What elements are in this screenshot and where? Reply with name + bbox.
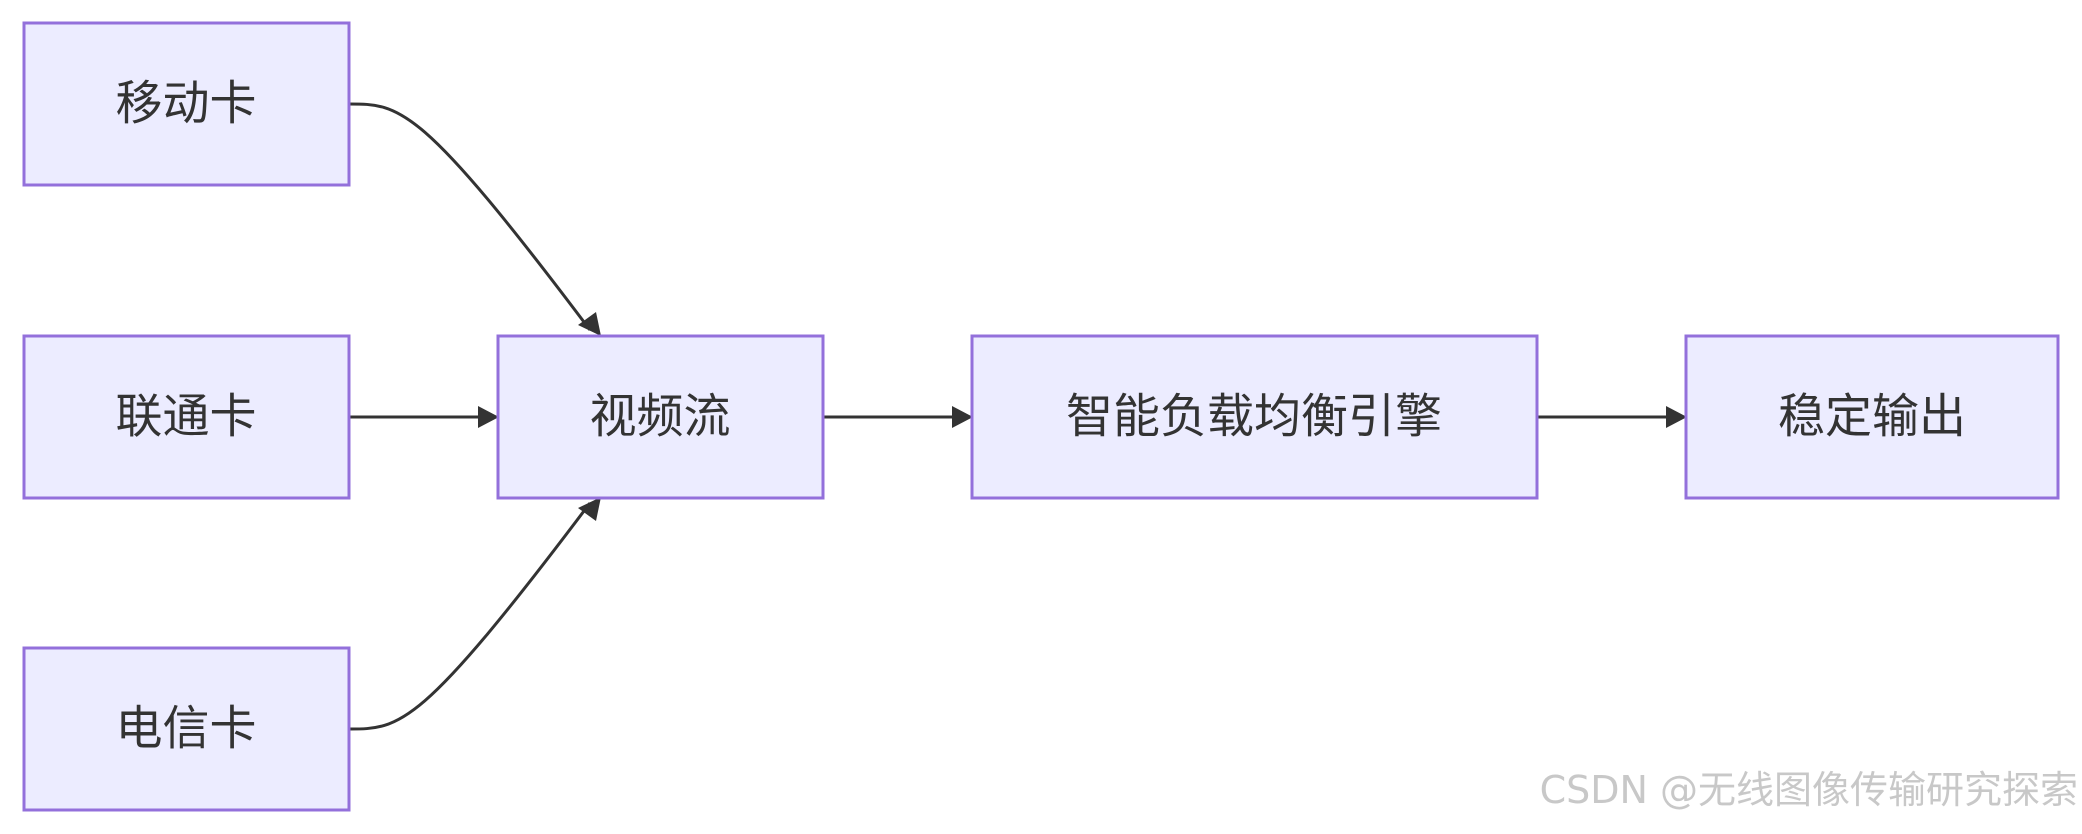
node-stable-output: 稳定输出: [1684, 334, 2060, 500]
node-mobile-card-box: [22, 21, 351, 187]
arrowhead-telecom-to-video: [578, 497, 601, 521]
edge-mobile-to-video: [348, 102, 592, 331]
node-load-balancer-label: 智能负载均衡引擎: [1066, 390, 1442, 445]
arrowhead-mobile-to-video: [578, 312, 601, 336]
edge-telecom-to-video: [348, 502, 592, 731]
node-unicom-card: 联通卡: [22, 334, 351, 500]
edges: [348, 102, 1687, 731]
node-stable-output-label: 稳定输出: [1778, 390, 1966, 445]
node-load-balancer: 智能负载均衡引擎: [970, 334, 1539, 500]
watermark: CSDN @无线图像传输研究探索: [1539, 768, 2078, 812]
node-video-stream-label: 视频流: [590, 390, 731, 445]
node-stable-output-box: [1684, 334, 2060, 500]
node-telecom-card-label: 电信卡: [116, 702, 257, 757]
node-load-balancer-box: [970, 334, 1539, 500]
arrowhead-balancer-to-output: [1666, 406, 1687, 428]
node-video-stream: 视频流: [496, 334, 825, 500]
node-mobile-card: 移动卡: [22, 21, 351, 187]
node-telecom-card: 电信卡: [22, 646, 351, 812]
node-telecom-card-box: [22, 646, 351, 812]
node-unicom-card-label: 联通卡: [116, 390, 257, 445]
node-mobile-card-label: 移动卡: [116, 77, 257, 132]
node-unicom-card-box: [22, 334, 351, 500]
arrowhead-unicom-to-video: [478, 406, 499, 428]
arrowhead-video-to-balancer: [952, 406, 973, 428]
node-video-stream-box: [496, 334, 825, 500]
